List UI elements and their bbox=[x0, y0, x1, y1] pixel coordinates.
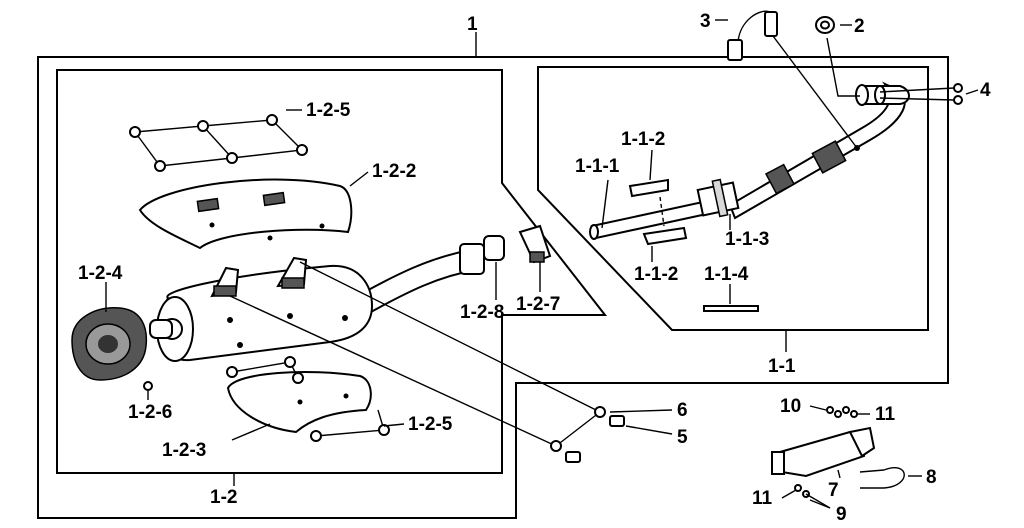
label-1-1-1: 1-1-1 bbox=[575, 156, 620, 177]
assembly-1-outline bbox=[37, 56, 949, 519]
label-6: 6 bbox=[677, 400, 688, 421]
label-11-upper: 11 bbox=[875, 404, 896, 425]
label-8: 8 bbox=[926, 467, 937, 488]
assembly-1-2-outline bbox=[56, 69, 608, 474]
label-1-1-3: 1-1-3 bbox=[725, 229, 769, 250]
leader-lines bbox=[105, 19, 979, 499]
lower-heat-shield bbox=[226, 371, 372, 434]
assembly-1-1-outline bbox=[537, 66, 929, 331]
label-2: 2 bbox=[854, 16, 865, 37]
label-10: 10 bbox=[780, 396, 801, 417]
label-7: 7 bbox=[828, 480, 839, 501]
label-1-2-4: 1-2-4 bbox=[78, 263, 123, 284]
mount-bracket-assembly bbox=[771, 406, 905, 509]
muffler-end-cap bbox=[71, 307, 148, 381]
label-1-2-5-lower: 1-2-5 bbox=[408, 414, 453, 435]
washer-1-2-6 bbox=[143, 381, 153, 391]
label-1-2-3: 1-2-3 bbox=[162, 440, 206, 461]
label-1-1: 1-1 bbox=[768, 356, 796, 377]
label-1-1-2-upper: 1-1-2 bbox=[621, 129, 665, 150]
label-1-1-4: 1-1-4 bbox=[704, 264, 749, 285]
header-nuts bbox=[879, 83, 963, 105]
label-1-2-7: 1-2-7 bbox=[516, 294, 560, 315]
label-1-2-6: 1-2-6 bbox=[128, 402, 172, 423]
o2-sensor bbox=[727, 10, 858, 149]
label-9: 9 bbox=[836, 504, 847, 525]
label-3: 3 bbox=[700, 11, 711, 32]
label-5: 5 bbox=[677, 427, 688, 448]
label-1-2: 1-2 bbox=[210, 487, 237, 508]
label-1-2-5-upper: 1-2-5 bbox=[306, 100, 351, 121]
mount-bolts bbox=[229, 261, 625, 463]
shield-nuts-lower bbox=[226, 356, 390, 442]
label-1-2-8: 1-2-8 bbox=[460, 302, 504, 323]
label-11-lower: 11 bbox=[752, 488, 773, 509]
upper-heat-shield bbox=[138, 178, 353, 250]
label-1-2-2: 1-2-2 bbox=[372, 161, 416, 182]
label-1: 1 bbox=[467, 14, 478, 35]
shield-nuts-upper bbox=[129, 114, 308, 172]
label-1-1-2-lower: 1-1-2 bbox=[634, 264, 678, 285]
exhaust-gasket bbox=[815, 16, 860, 97]
label-4: 4 bbox=[980, 80, 991, 101]
muffler-assembly bbox=[149, 224, 552, 362]
